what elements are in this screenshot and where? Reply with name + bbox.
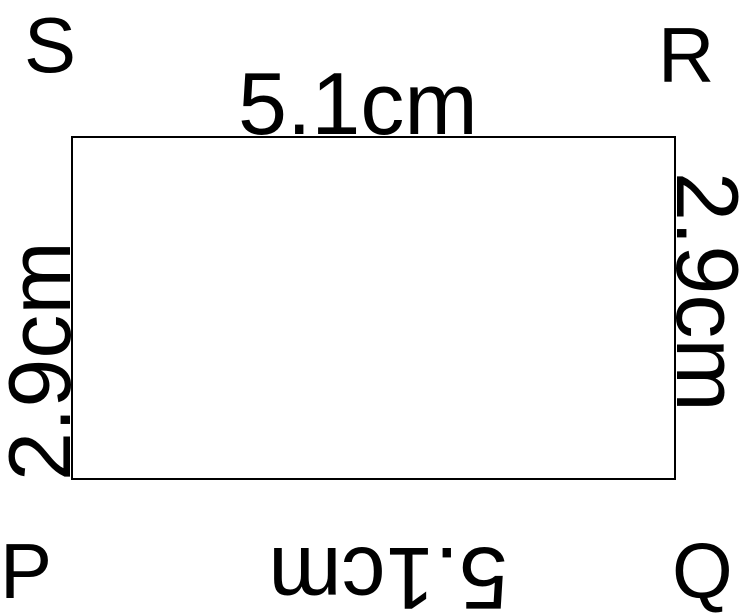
- rectangle-shape: [71, 136, 676, 480]
- vertex-label-q: Q: [672, 527, 733, 615]
- side-length-bottom: 5.1cm: [268, 529, 508, 616]
- side-length-top: 5.1cm: [238, 54, 478, 153]
- side-length-right: 2.9cm: [658, 172, 747, 412]
- vertex-label-s: S: [24, 1, 76, 89]
- side-length-left: 2.9cm: [0, 241, 89, 481]
- vertex-label-r: R: [658, 11, 714, 99]
- vertex-label-p: P: [0, 527, 52, 615]
